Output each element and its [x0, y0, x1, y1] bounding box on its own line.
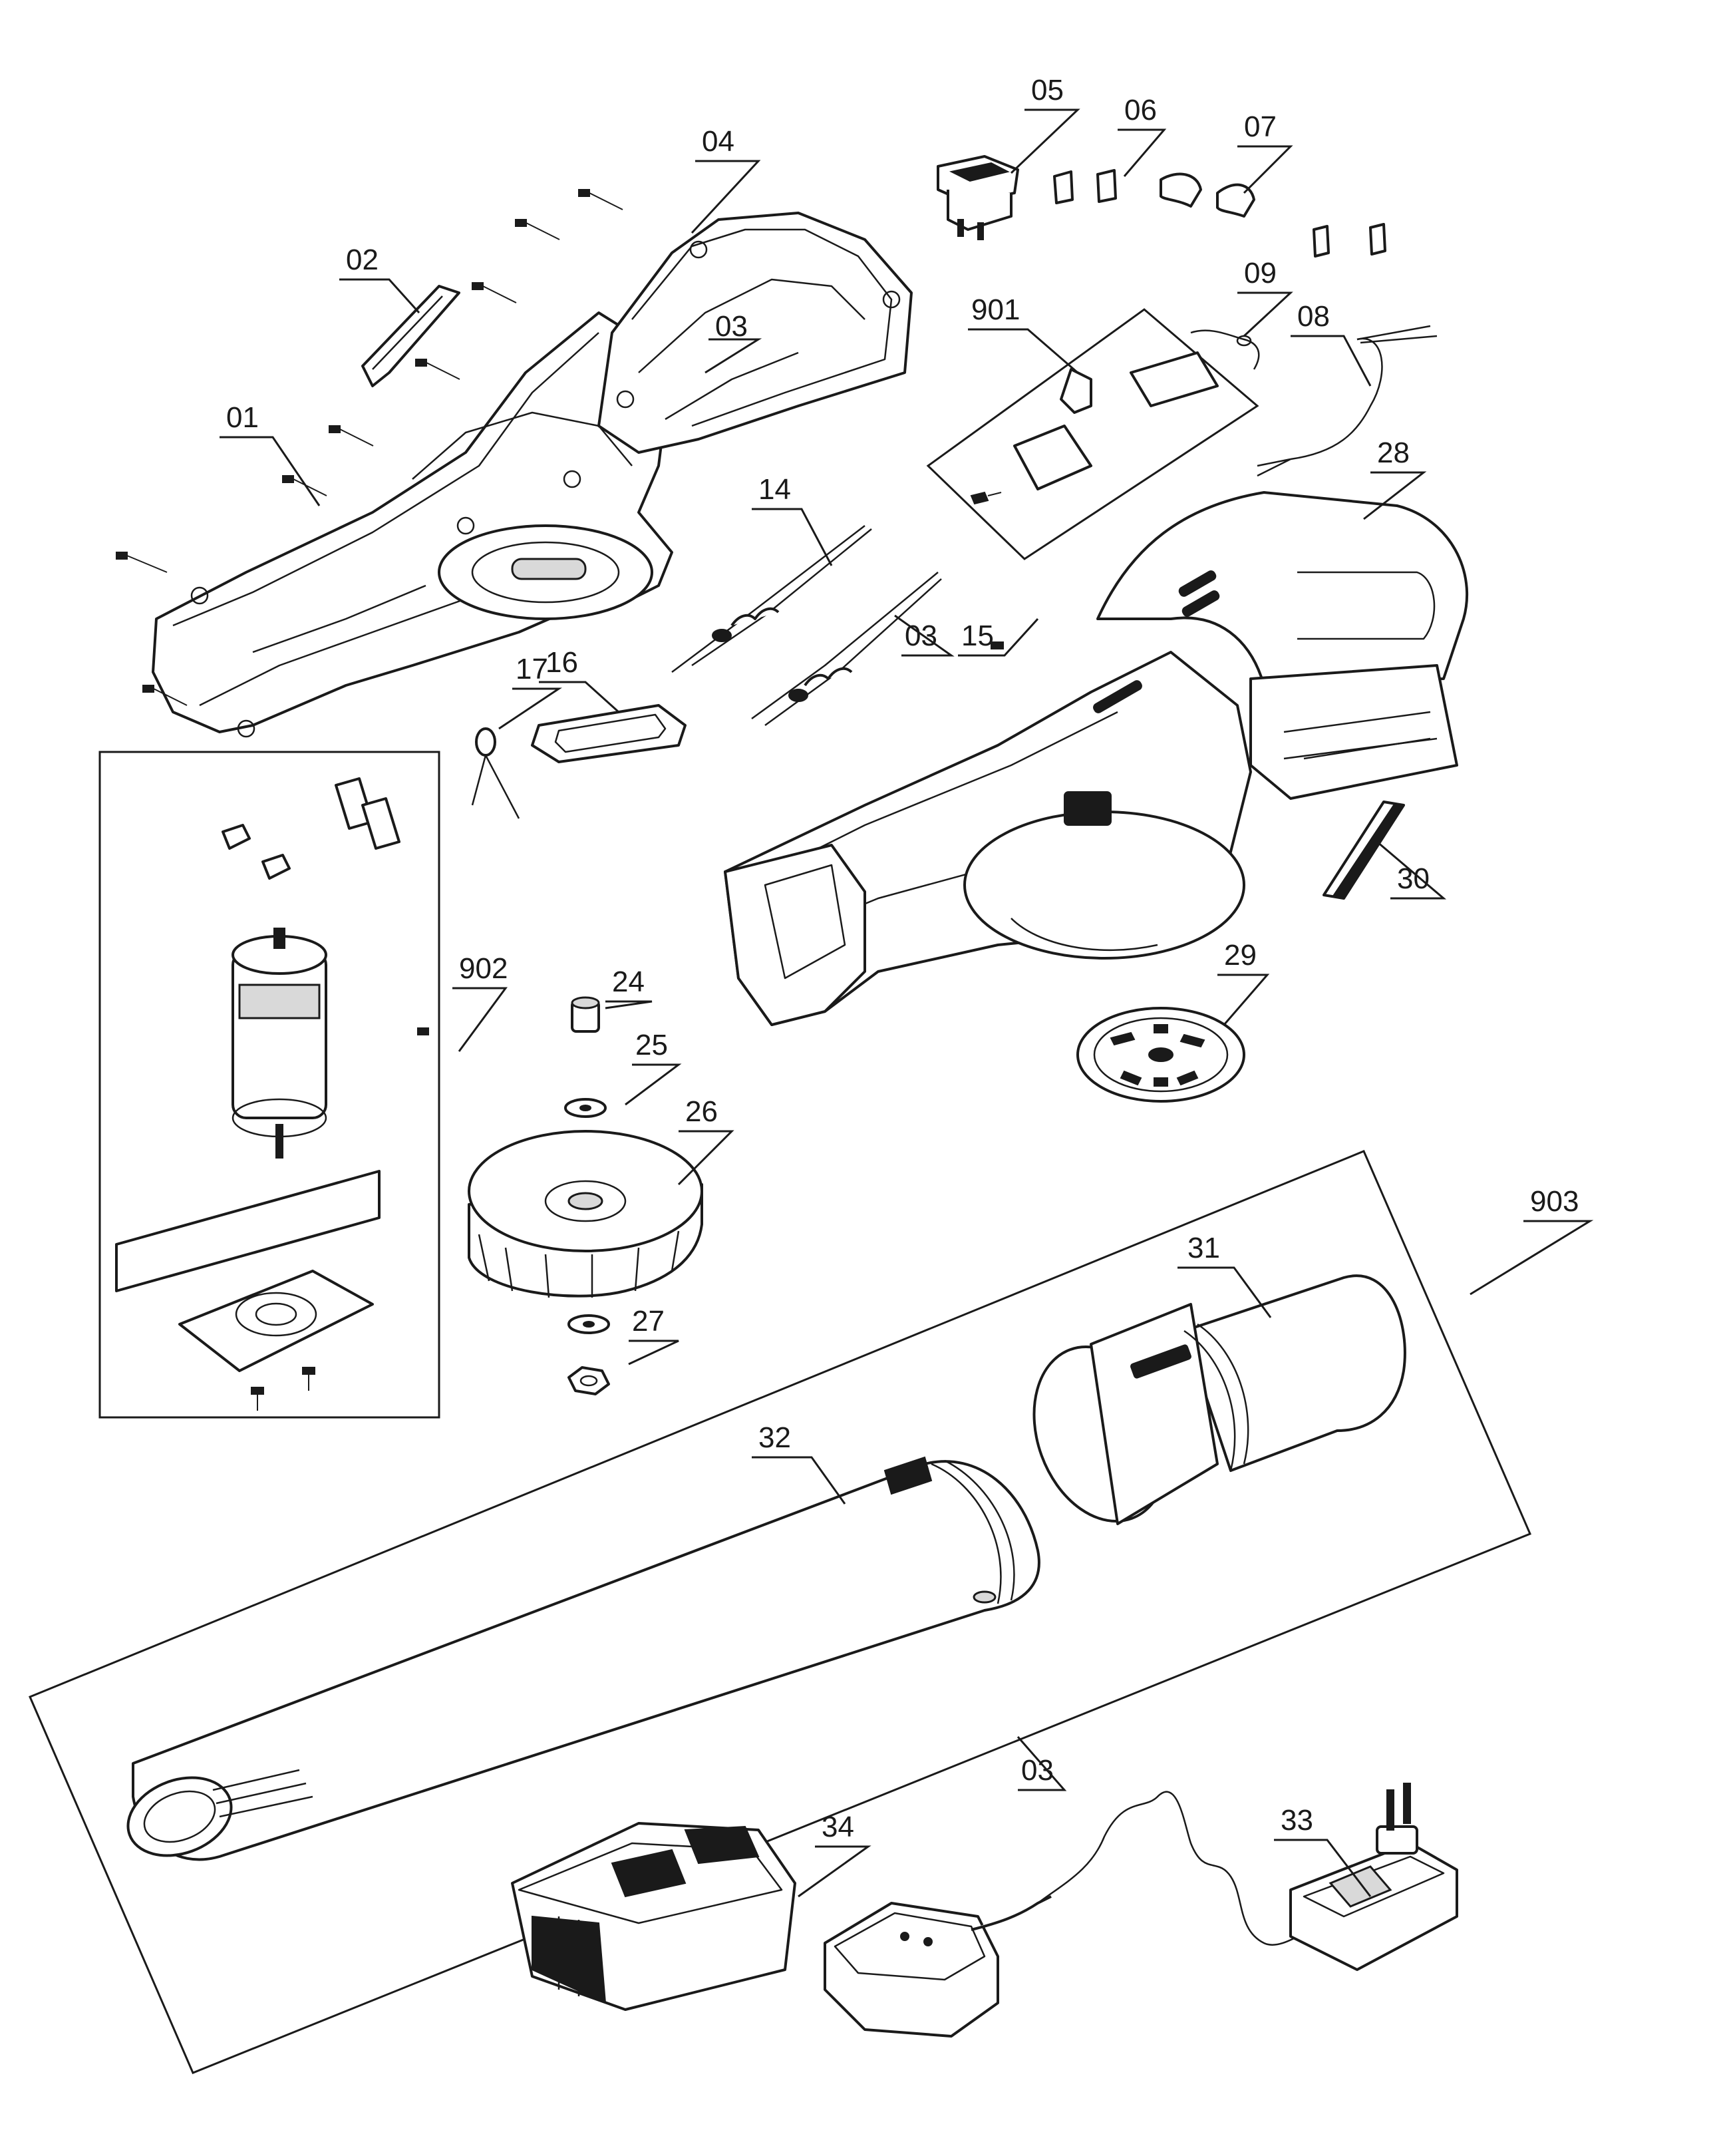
cover-30 — [1323, 801, 1405, 900]
housing-half-01 — [152, 311, 673, 738]
sleeves-07 — [1160, 172, 1255, 218]
kit-901-frame — [926, 308, 1259, 560]
blower-body-28 — [724, 491, 1469, 1026]
charger-cable — [1037, 1791, 1311, 1946]
connectors-06 — [1053, 169, 1386, 258]
seal-16 — [531, 704, 687, 763]
fan-26 — [468, 1130, 703, 1298]
label-01: 01 — [226, 401, 259, 434]
washer-27 — [567, 1314, 610, 1334]
label-03-bottom: 03 — [1021, 1754, 1054, 1787]
label-26: 26 — [685, 1095, 718, 1128]
battery-34 — [511, 1822, 796, 2011]
label-04: 04 — [702, 125, 734, 158]
label-25: 25 — [635, 1029, 668, 1061]
part-17 — [471, 727, 520, 819]
wire-15 — [751, 572, 942, 727]
label-31: 31 — [1187, 1232, 1220, 1264]
charger-cradle — [824, 1895, 1052, 2038]
label-09: 09 — [1244, 257, 1277, 289]
label-903: 903 — [1530, 1185, 1579, 1218]
cover-02 — [361, 285, 460, 387]
label-02: 02 — [346, 244, 379, 276]
housing-screws — [116, 189, 623, 1035]
label-30: 30 — [1397, 862, 1430, 895]
tube-31 — [1032, 1274, 1406, 1525]
tube-32 — [126, 1456, 1040, 1861]
kit-901-contents — [970, 351, 1219, 505]
kit-902-contents — [115, 777, 400, 1411]
label-07: 07 — [1244, 110, 1277, 143]
wire-14 — [671, 525, 872, 673]
label-32: 32 — [758, 1421, 791, 1454]
label-17: 17 — [516, 653, 548, 685]
switch-05 — [937, 155, 1019, 240]
label-24: 24 — [612, 966, 645, 998]
label-05: 05 — [1031, 74, 1064, 106]
label-03-mid: 03 — [905, 620, 937, 652]
label-28: 28 — [1377, 437, 1410, 469]
label-901: 901 — [971, 293, 1020, 326]
label-34: 34 — [822, 1811, 854, 1843]
label-27: 27 — [632, 1305, 665, 1338]
wire-08 — [1257, 325, 1438, 477]
label-03-top: 03 — [715, 310, 748, 343]
nut-27 — [567, 1366, 610, 1395]
label-14: 14 — [758, 473, 791, 506]
grille-29 — [1076, 1007, 1245, 1103]
housing-half-04 — [597, 212, 913, 454]
part-number-labels: 01 02 03 04 05 06 07 901 09 08 14 15 03 … — [226, 74, 1579, 1843]
kit-903-frame — [29, 1150, 1531, 2074]
washer-25 — [564, 1098, 607, 1118]
label-16: 16 — [546, 646, 578, 679]
label-06: 06 — [1124, 94, 1157, 126]
kit-902-frame — [98, 751, 440, 1419]
charger-adapter-33 — [1289, 1783, 1458, 1971]
label-33: 33 — [1281, 1804, 1313, 1837]
label-29: 29 — [1224, 939, 1257, 972]
leader-lines — [220, 108, 1594, 1898]
label-902: 902 — [459, 952, 508, 985]
label-15: 15 — [961, 620, 994, 652]
label-08: 08 — [1297, 300, 1330, 333]
spacer-24 — [571, 996, 600, 1033]
